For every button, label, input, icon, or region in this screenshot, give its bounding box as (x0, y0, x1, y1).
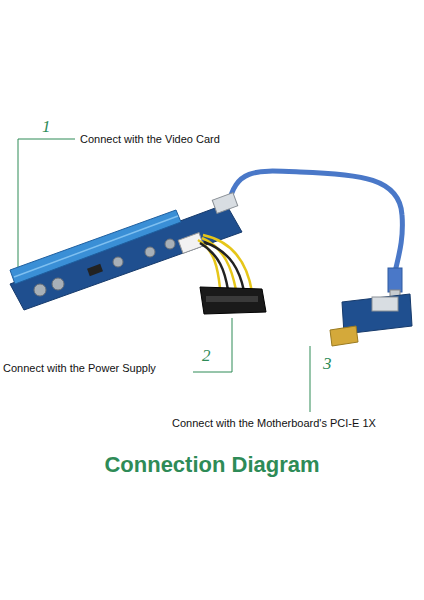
sata-slot (206, 296, 258, 302)
leader-line (310, 346, 311, 412)
pcie-x16-slot (10, 210, 181, 284)
capacitors (34, 239, 175, 296)
slot-groove (14, 216, 178, 277)
callout-text: Connect with the Motherboard's PCI-E 1X (172, 417, 376, 430)
usb-port (372, 297, 398, 311)
diagram-title: Connection Diagram (104, 452, 319, 478)
callout-number: 2 (202, 347, 211, 365)
callout-text: Connect with the Power Supply (3, 362, 156, 375)
callout-text: Connect with the Video Card (80, 133, 220, 146)
callout-number: 1 (42, 118, 51, 136)
capacitor (113, 257, 123, 267)
capacitor (165, 239, 175, 249)
leader-line (193, 318, 232, 372)
power-wires (198, 235, 252, 292)
gold-fingers (330, 326, 358, 346)
sata-connector (200, 287, 266, 314)
six-pin-connector (178, 233, 203, 254)
usb-port (212, 193, 237, 214)
usb-plug (388, 268, 402, 292)
capacitor (34, 284, 46, 296)
callout-number: 3 (323, 355, 332, 373)
capacitor (145, 247, 155, 257)
usb-cable (228, 171, 402, 272)
chip (87, 264, 103, 276)
capacitor (52, 278, 64, 290)
